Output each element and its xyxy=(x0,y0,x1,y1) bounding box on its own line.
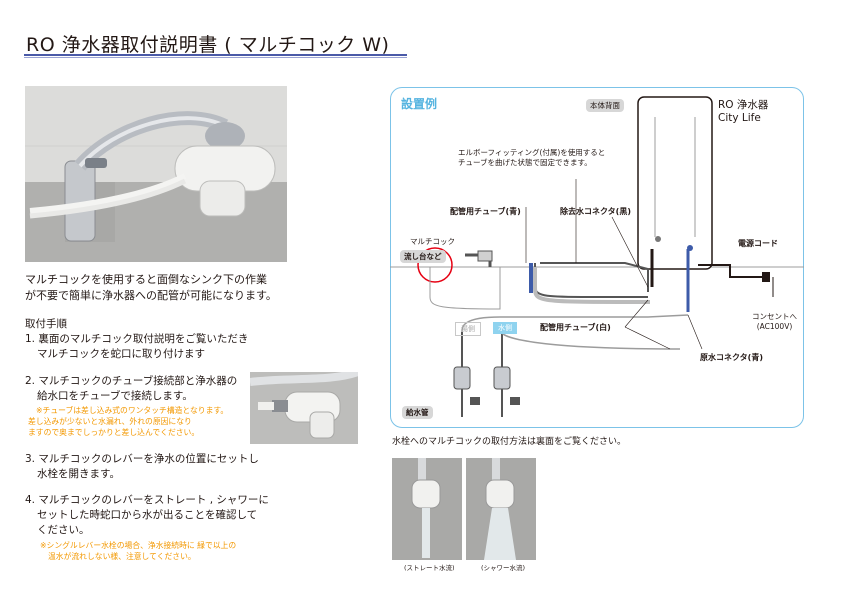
diagram-caption: 水栓へのマルチコックの取付方法は裏面をご覧ください。 xyxy=(392,437,627,447)
note-line: ※チューブは差し込み式のワンタッチ構造となります。 xyxy=(36,406,229,415)
outlet-line: (AC100V) xyxy=(756,322,793,331)
step-line: セットした時蛇口から水が出ることを確認して xyxy=(37,509,258,521)
note-line: ますので奥までしっかりと差し込んでください。 xyxy=(28,428,200,437)
ro-unit-body xyxy=(637,96,713,270)
steps-heading: 取付手順 xyxy=(25,318,67,330)
source-connector-label: 原水コネクタ(青) xyxy=(700,353,763,362)
note-line: 温水が流れしない様、注意してください。 xyxy=(48,552,196,561)
intro-line: マルチコックを使用すると面倒なシンク下の作業 xyxy=(25,273,267,286)
title-underline-thin xyxy=(24,57,407,58)
supply-pipe-tag: 給水管 xyxy=(402,406,433,419)
step-line: ください。 xyxy=(37,524,90,536)
step-line: マルチコックを蛇口に取り付けます xyxy=(37,348,205,360)
unit-name-line: City Life xyxy=(718,112,761,124)
note-line: ※シングルレバー水栓の場合、浄水接続時に 緑で以上の xyxy=(40,541,237,550)
title-underline xyxy=(24,54,407,56)
step-4-note: ※シングルレバー水栓の場合、浄水接続時に 緑で以上の 温水が流れしない様、注意し… xyxy=(40,540,236,562)
white-pipe-label: 配管用チューブ(白) xyxy=(540,323,611,332)
shower-flow-caption: (シャワー水流) xyxy=(481,564,526,572)
note-line: 差し込みが少ないと水漏れ、外れの原因になり xyxy=(28,417,192,426)
power-cord xyxy=(698,264,762,278)
diagram-graphic xyxy=(390,96,804,417)
shower-flow-photo xyxy=(466,458,536,560)
sink-highlight xyxy=(417,247,453,283)
step-3: 3. マルチコックのレバーを浄水の位置にセットし 水栓を開きます。 xyxy=(25,452,259,482)
step-1: 1. 裏面のマルチコック取付説明をご覧いただき マルチコックを蛇口に取り付けます xyxy=(25,332,248,362)
outlet-label: コンセントへ (AC100V) xyxy=(752,312,797,332)
outlet-line: コンセントへ xyxy=(752,312,797,321)
step-line: 水栓を開きます。 xyxy=(37,468,120,480)
step-2-note: ※チューブは差し込み式のワンタッチ構造となります。 差し込みが少ないと水漏れ、外… xyxy=(28,405,228,438)
diagram-title: 設置例 xyxy=(401,97,438,111)
straight-flow-caption: (ストレート水流) xyxy=(404,564,455,572)
unit-name-line: RO 浄水器 xyxy=(718,99,769,111)
sink-badge: 流し台など xyxy=(400,250,446,263)
hot-side-tag: 湯側 xyxy=(455,322,481,336)
power-cord-label: 電源コード xyxy=(738,239,778,248)
blue-pipe-label: 配管用チューブ(青) xyxy=(450,207,521,216)
plug xyxy=(762,272,770,282)
elbow-note-line: エルボーフィッティング(付属)を使用すると xyxy=(458,148,606,157)
elbow-note: エルボーフィッティング(付属)を使用すると チューブを曲げた状態で固定できます。 xyxy=(458,148,605,168)
step-line: 1. 裏面のマルチコック取付説明をご覧いただき xyxy=(25,333,249,345)
water-side-tag: 水側 xyxy=(493,322,517,334)
step-line: 2. マルチコックのチューブ接続部と浄水器の xyxy=(25,375,238,387)
blue-pipe xyxy=(529,263,533,293)
page-title: RO 浄水器取付説明書 ( マルチコック W) xyxy=(26,34,390,56)
faucet-photo xyxy=(25,86,287,262)
waste-connector-label: 除去水コネクタ(黒) xyxy=(560,207,631,216)
installation-diagram xyxy=(390,87,804,428)
intro-line: が不要で簡単に浄水器への配管が可能になります。 xyxy=(25,289,277,302)
unit-name: RO 浄水器 City Life xyxy=(718,99,768,125)
step-line: 給水口をチューブで接続します。 xyxy=(37,390,193,402)
step-2: 2. マルチコックのチューブ接続部と浄水器の 給水口をチューブで接続します。 xyxy=(25,374,237,404)
straight-flow-photo xyxy=(392,458,462,560)
step-4: 4. マルチコックのレバーをストレート , シャワーに セットした時蛇口から水が… xyxy=(25,493,269,538)
unit-back-tag: 本体背面 xyxy=(586,99,624,112)
step-line: 4. マルチコックのレバーをストレート , シャワーに xyxy=(25,494,269,506)
elbow-note-line: チューブを曲げた状態で固定できます。 xyxy=(458,158,592,167)
step-line: 3. マルチコックのレバーを浄水の位置にセットし xyxy=(25,453,259,465)
tube-connection-photo xyxy=(250,372,358,444)
multicock-label: マルチコック xyxy=(410,237,455,246)
intro-text: マルチコックを使用すると面倒なシンク下の作業 が不要で簡単に浄水器への配管が可能… xyxy=(25,272,295,304)
